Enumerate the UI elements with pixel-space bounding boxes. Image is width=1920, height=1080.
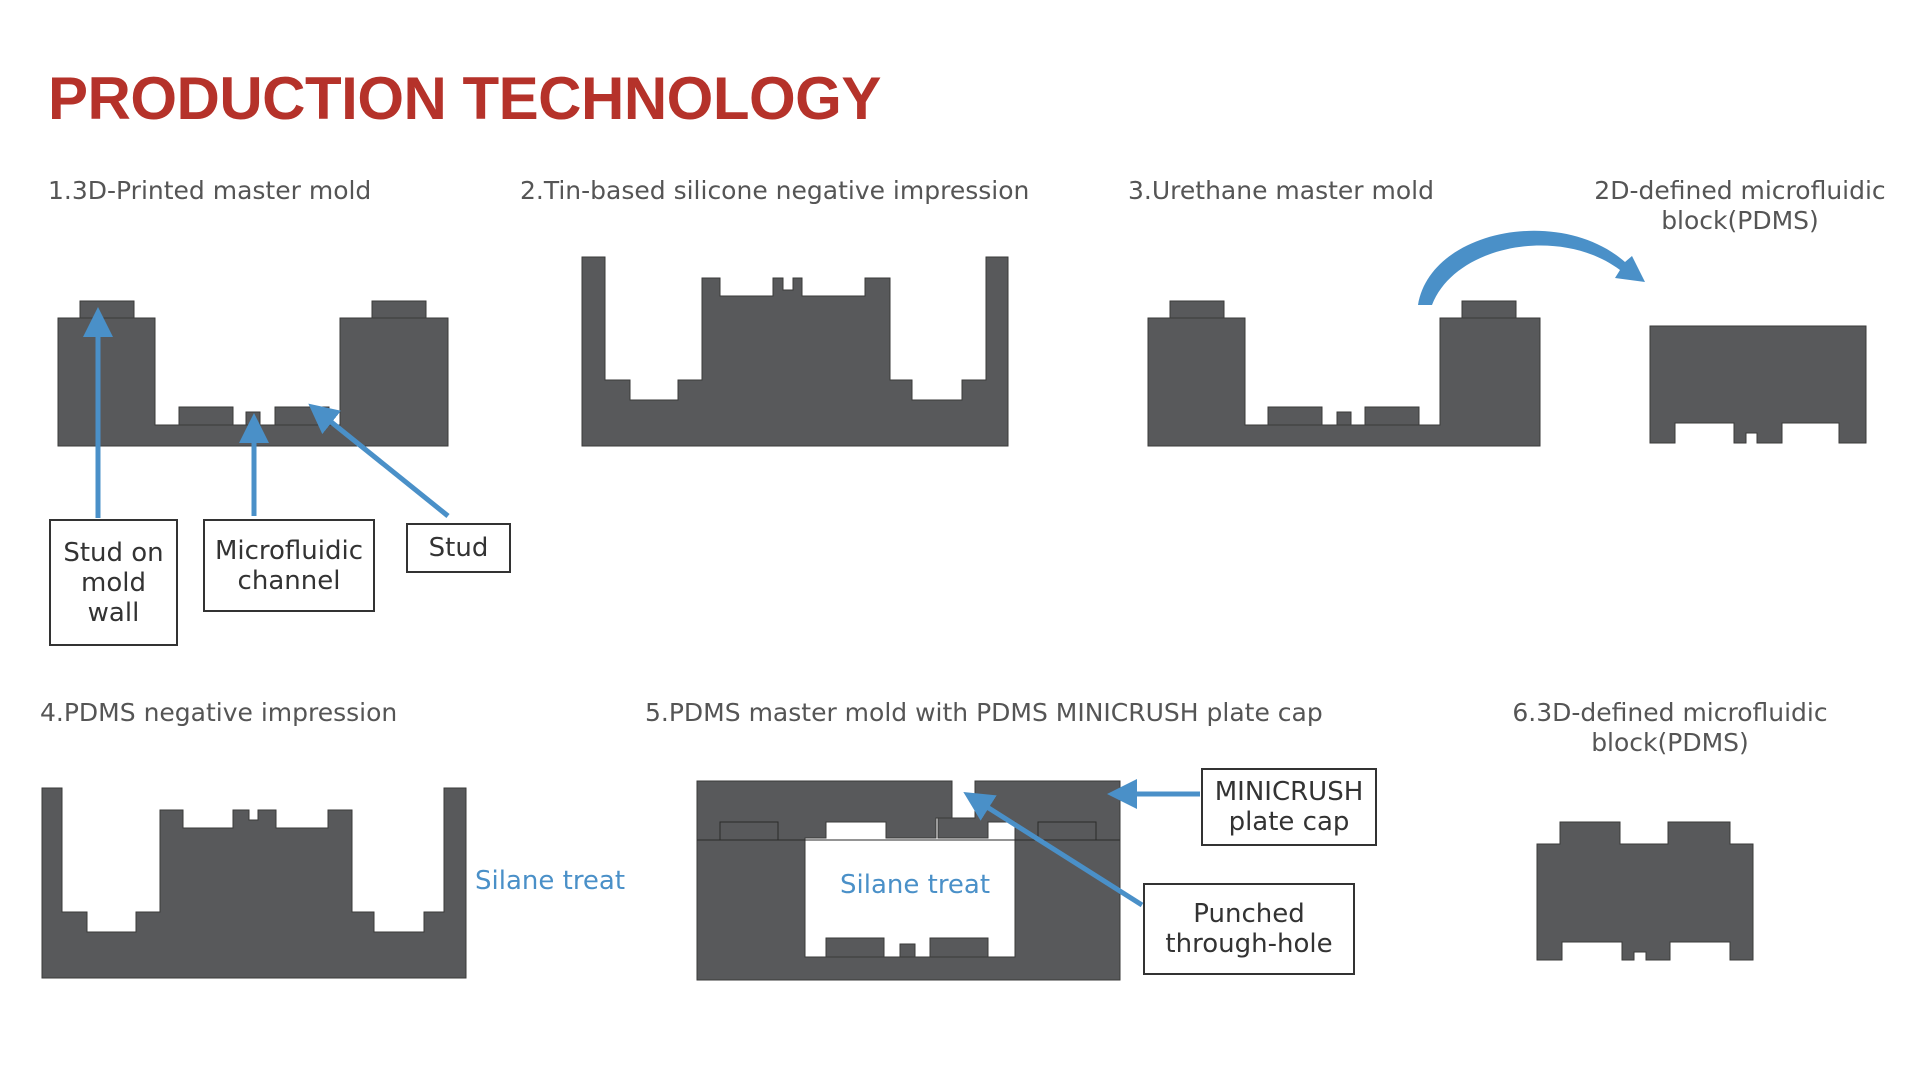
silane-treat-note-2: Silane treat	[840, 870, 991, 900]
step-1-label: 1.3D-Printed master mold	[48, 176, 372, 205]
callout-minicrush-plate-cap: MINICRUSH plate cap	[1201, 768, 1377, 846]
step-3-label: 3.Urethane master mold	[1128, 176, 1434, 205]
step-6-label: 6.3D-defined microfluidic block(PDMS)	[1500, 698, 1840, 758]
minicrush-plate-cap	[696, 780, 953, 841]
step-6-label-line1: 6.3D-defined microfluidic	[1512, 698, 1828, 727]
step-6-label-line2: block(PDMS)	[1591, 728, 1749, 757]
callout-punched-through-hole: Punched through-hole	[1143, 883, 1355, 975]
transfer-arrow	[1418, 230, 1645, 305]
callout-microfluidic-channel: Microfluidic channel	[203, 519, 375, 612]
callout-stud: Stud	[406, 523, 511, 573]
step-4-label: 4.PDMS negative impression	[40, 698, 398, 727]
step-2d-label-line2: block(PDMS)	[1661, 206, 1819, 235]
page-title: PRODUCTION TECHNOLOGY	[48, 65, 881, 132]
master-mold-1	[57, 300, 449, 447]
microfluidic-channel-rib	[245, 411, 261, 426]
pdms-negative-4	[41, 787, 467, 979]
stud-on-wall-left	[79, 300, 135, 319]
urethane-mold-3	[1147, 300, 1541, 447]
stud-on-wall-right	[371, 300, 427, 319]
silane-treat-note-1: Silane treat	[475, 866, 626, 896]
callout-stud-on-mold-wall: Stud on mold wall	[49, 519, 178, 646]
pdms-block-3d	[1536, 821, 1754, 961]
callout-arrows-1	[83, 307, 450, 518]
stud-left	[178, 406, 234, 426]
step-5-label: 5.PDMS master mold with PDMS MINICRUSH p…	[645, 698, 1323, 727]
step-2-label: 2.Tin-based silicone negative impression	[520, 176, 1030, 205]
pdms-block-2d	[1649, 325, 1867, 444]
step-2d-label-line1: 2D-defined microfluidic	[1594, 176, 1886, 205]
callout-arrows-5	[963, 779, 1200, 908]
step-2d-label: 2D-defined microfluidic block(PDMS)	[1570, 176, 1910, 236]
silicone-negative-2	[581, 256, 1009, 447]
